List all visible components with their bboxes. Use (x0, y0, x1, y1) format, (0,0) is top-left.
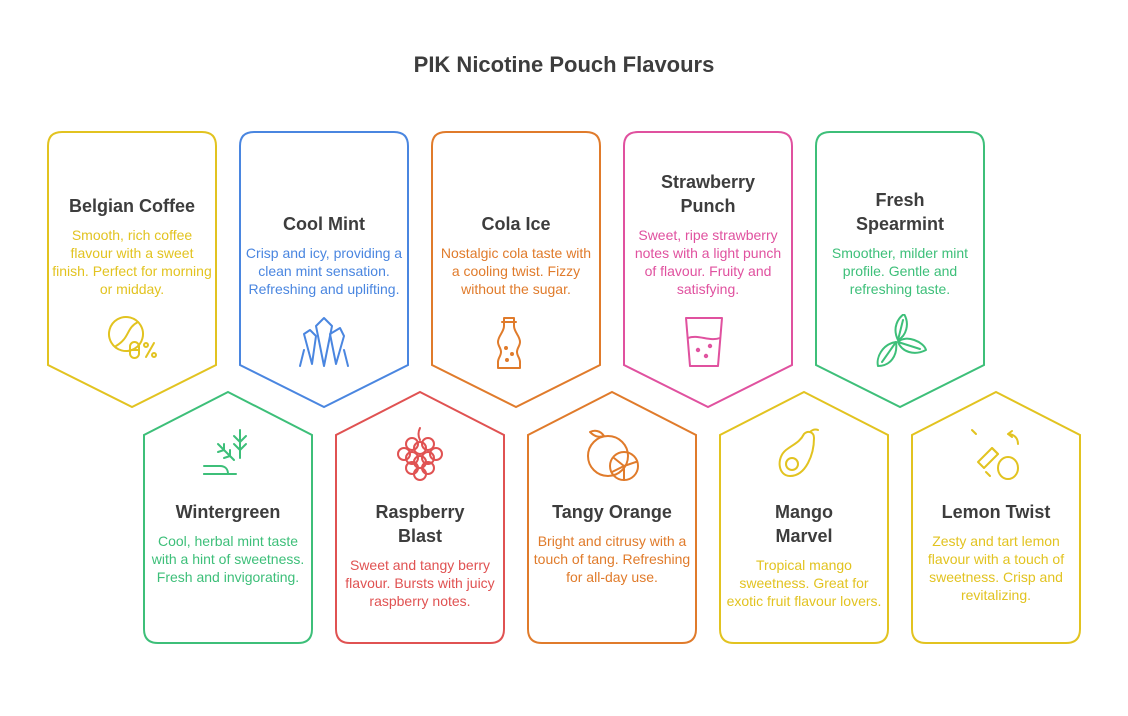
flavour-description: Bright and citrusy with a touch of tang.… (533, 533, 691, 585)
flavour-name: Raspberry Blast (375, 502, 465, 546)
card-text: Cola Ice Nostalgic cola taste with a coo… (436, 212, 596, 298)
flavour-name: Lemon Twist (941, 502, 1051, 522)
herb-sprig-icon (203, 429, 247, 475)
card-outline (527, 390, 697, 644)
flavour-card: Lemon Twist Zesty and tart lemon flavour… (912, 500, 1080, 640)
flavour-name: Cola Ice (481, 214, 551, 234)
card-text: Tangy Orange Bright and citrusy with a t… (532, 500, 692, 586)
flavour-name: Cool Mint (283, 214, 365, 234)
mint-leaves-icon (876, 314, 927, 367)
card-text: Mango Marvel Tropical mango sweetness. G… (724, 500, 884, 610)
page-title: PIK Nicotine Pouch Flavours (413, 52, 715, 77)
lemon-icon (971, 429, 1019, 480)
card-outline (47, 131, 217, 409)
card-text: Raspberry Blast Sweet and tangy berry fl… (340, 500, 500, 610)
ice-crystal-icon (299, 317, 349, 367)
flavour-description: Smooth, rich coffee flavour with a sweet… (52, 227, 212, 297)
card-outline (431, 131, 601, 409)
card-text: Strawberry Punch Sweet, ripe strawberry … (628, 170, 788, 298)
raspberry-icon (397, 427, 443, 481)
card-outline (719, 390, 889, 644)
flavour-description: Crisp and icy, providing a clean mint se… (245, 245, 403, 297)
flavour-description: Sweet and tangy berry flavour. Bursts wi… (345, 557, 495, 609)
orange-icon (587, 429, 639, 481)
card-outline (815, 131, 985, 409)
flavour-description: Nostalgic cola taste with a cooling twis… (440, 245, 592, 297)
flavour-card: Belgian Coffee Smooth, rich coffee flavo… (48, 132, 216, 298)
punch-glass-icon (685, 317, 723, 367)
flavour-card: Wintergreen Cool, herbal mint taste with… (144, 500, 312, 640)
card-outline (143, 390, 313, 644)
flavour-description: Tropical mango sweetness. Great for exot… (726, 557, 882, 609)
mango-icon (778, 428, 819, 477)
flavour-name: Tangy Orange (552, 502, 672, 522)
flavour-name: Strawberry Punch (660, 172, 756, 216)
flavour-card: Fresh Spearmint Smoother, milder mint pr… (816, 132, 984, 298)
flavour-card: Cool Mint Crisp and icy, providing a cle… (240, 132, 408, 298)
flavour-description: Sweet, ripe strawberry notes with a ligh… (634, 227, 782, 297)
flavour-description: Zesty and tart lemon flavour with a touc… (927, 533, 1065, 603)
card-text: Lemon Twist Zesty and tart lemon flavour… (916, 500, 1076, 604)
flavour-card: Cola Ice Nostalgic cola taste with a coo… (432, 132, 600, 298)
flavour-description: Cool, herbal mint taste with a hint of s… (151, 533, 305, 585)
flavour-card: Tangy Orange Bright and citrusy with a t… (528, 500, 696, 640)
flavour-name: Mango Marvel (775, 502, 833, 546)
flavour-card: Raspberry Blast Sweet and tangy berry fl… (336, 500, 504, 640)
flavour-card: Strawberry Punch Sweet, ripe strawberry … (624, 132, 792, 298)
card-outline (623, 131, 793, 409)
flavour-name: Fresh Spearmint (855, 190, 945, 234)
card-outline (911, 390, 1081, 644)
coffee-bean-icon (108, 316, 157, 359)
flavour-card: Mango Marvel Tropical mango sweetness. G… (720, 500, 888, 640)
flavour-name: Wintergreen (175, 502, 281, 522)
flavour-name: Belgian Coffee (68, 196, 196, 216)
flavour-description: Smoother, milder mint profile. Gentle an… (831, 245, 969, 297)
cola-bottle-icon (497, 317, 521, 369)
card-text: Fresh Spearmint Smoother, milder mint pr… (820, 188, 980, 298)
card-text: Wintergreen Cool, herbal mint taste with… (148, 500, 308, 586)
card-outline (239, 131, 409, 409)
card-outline (335, 390, 505, 644)
card-text: Cool Mint Crisp and icy, providing a cle… (244, 212, 404, 298)
card-text: Belgian Coffee Smooth, rich coffee flavo… (52, 194, 212, 298)
